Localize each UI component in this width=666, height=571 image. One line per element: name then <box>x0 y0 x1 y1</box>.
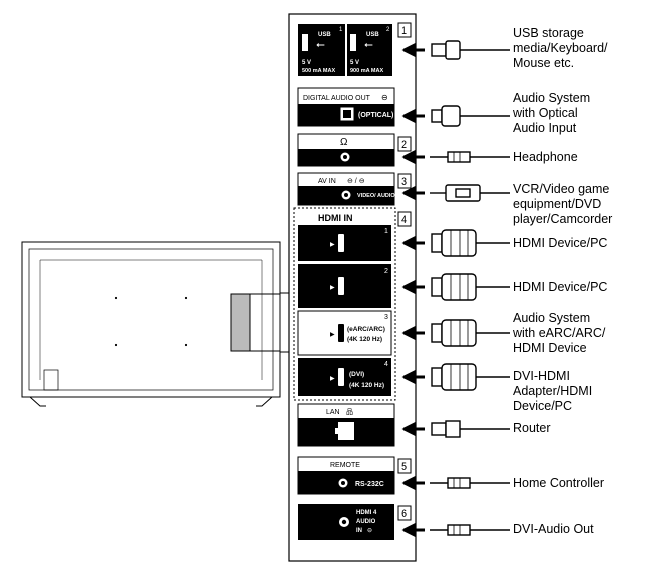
hdmi-audio-line1: HDMI 4 <box>356 510 377 516</box>
usb1-voltage: 5 V <box>302 60 311 66</box>
usb-icon: ⭠ <box>364 39 373 51</box>
hdmi-port-4-line2: (4K 120 Hz) <box>349 382 384 389</box>
hdmi-port-3-line2: (4K 120 Hz) <box>347 336 382 343</box>
hdmi-port-icon <box>338 277 344 295</box>
marker-1: 1 <box>397 22 412 38</box>
hdmi-audio-in-port: HDMI 4 AUDIO IN ⊖ <box>298 504 394 540</box>
lan-heading: LAN <box>326 409 340 416</box>
usb2-number: 2 <box>386 27 390 33</box>
headphone-port: Ω <box>297 133 395 167</box>
hdmi-cable-2 <box>401 273 510 301</box>
remote-heading: REMOTE <box>330 462 360 469</box>
hdmi-port-icon <box>338 234 344 252</box>
tv-rear-view <box>21 241 289 407</box>
tv-terminal-area <box>230 293 251 352</box>
optical-out-port: DIGITAL AUDIO OUT ⊖ (OPTICAL) <box>297 87 395 127</box>
device-label-headphone: Headphone <box>513 150 578 164</box>
hdmi-in-group: HDMI IN 1 ▶ 2 ▶ 3 ▶ (eARC/ARC) (4K 120 H… <box>293 207 396 401</box>
av-in-icon: ⊖ / ⊖ <box>347 178 365 185</box>
lan-icon: 品 <box>346 408 353 416</box>
hdmi-port-2-number: 2 <box>384 268 388 275</box>
remote-port: REMOTE RS-232C <box>297 456 395 495</box>
av-in-label: VIDEO/ AUDIO L-R <box>357 193 405 199</box>
headphone-cable <box>401 149 510 165</box>
usb-icon: ⭠ <box>316 39 325 51</box>
device-label-dvi-audio: DVI-Audio Out <box>513 522 594 536</box>
headphone-icon: Ω <box>340 137 348 148</box>
hdmi-port-3: 3 ▶ (eARC/ARC) (4K 120 Hz) <box>297 310 392 356</box>
svg-text:▶: ▶ <box>330 242 335 248</box>
hdmi-heading: HDMI IN <box>318 213 353 223</box>
lan-cable <box>401 420 510 438</box>
lan-port: LAN 品 <box>297 403 395 447</box>
hdmi-port-3-line1: (eARC/ARC) <box>347 326 385 333</box>
marker-6: 6 <box>397 505 412 521</box>
usb-cable <box>401 40 510 60</box>
svg-text:6: 6 <box>401 508 407 520</box>
svg-text:5: 5 <box>401 461 407 473</box>
marker-3: 3 <box>397 173 412 189</box>
hdmi-port-3-number: 3 <box>384 314 388 321</box>
svg-text:4: 4 <box>401 214 407 226</box>
hdmi-port-2: 2 ▶ <box>298 264 391 308</box>
device-label-router: Router <box>513 421 551 435</box>
optical-arrow-icon: ⊖ <box>381 93 388 102</box>
hdmi-port-4-number: 4 <box>384 361 388 368</box>
marker-5: 5 <box>397 458 412 474</box>
hdmi-cable-1 <box>401 229 510 257</box>
optical-cable <box>401 105 510 127</box>
marker-4: 4 <box>397 211 412 227</box>
device-label-home-controller: Home Controller <box>513 476 605 490</box>
optical-heading: DIGITAL AUDIO OUT <box>303 95 371 102</box>
svg-text:2: 2 <box>401 139 407 151</box>
svg-text:⊖: ⊖ <box>367 528 372 534</box>
svg-text:▶: ▶ <box>330 376 335 382</box>
svg-text:1: 1 <box>401 25 407 37</box>
hdmi-audio-line3: IN <box>356 528 362 534</box>
usb2-voltage: 5 V <box>350 60 359 66</box>
svg-text:▶: ▶ <box>330 332 335 338</box>
hdmi-port-1-number: 1 <box>384 228 388 235</box>
usb1-heading: USB <box>318 32 331 38</box>
optical-label: (OPTICAL) <box>358 112 393 119</box>
hdmi-audio-line2: AUDIO <box>356 519 376 525</box>
usb2-current: 900 mA MAX <box>350 68 383 74</box>
hdmi-port-4: 4 ▶ (DVI) (4K 120 Hz) <box>298 358 391 396</box>
hdmi-cable-3 <box>401 319 510 347</box>
av-cable <box>401 184 510 202</box>
usb1-number: 1 <box>339 27 343 33</box>
device-label-hdmi-2: HDMI Device/PC <box>513 280 608 294</box>
av-in-heading: AV IN <box>318 178 336 185</box>
remote-cable <box>401 475 510 491</box>
remote-label: RS-232C <box>355 481 384 488</box>
usb-port-1: USB 1 ⭠ 5 V 500 mA MAX <box>298 24 345 76</box>
usb2-heading: USB <box>366 32 379 38</box>
cables <box>401 40 510 538</box>
marker-2: 2 <box>397 136 412 152</box>
device-label-hdmi-1: HDMI Device/PC <box>513 236 608 250</box>
hdmi-port-4-line1: (DVI) <box>349 371 364 378</box>
av-in-port: AV IN ⊖ / ⊖ VIDEO/ AUDIO L-R <box>297 172 405 206</box>
hdmi-port-icon <box>338 324 344 342</box>
hdmi-cable-4 <box>401 363 510 391</box>
dvi-audio-cable <box>401 522 510 538</box>
hdmi-port-1: 1 ▶ <box>298 225 391 261</box>
usb1-current: 500 mA MAX <box>302 68 335 74</box>
usb-port-2: USB 2 ⭠ 5 V 900 mA MAX <box>347 24 392 76</box>
svg-text:▶: ▶ <box>330 285 335 291</box>
svg-text:3: 3 <box>401 176 407 188</box>
hdmi-port-icon <box>338 368 344 386</box>
